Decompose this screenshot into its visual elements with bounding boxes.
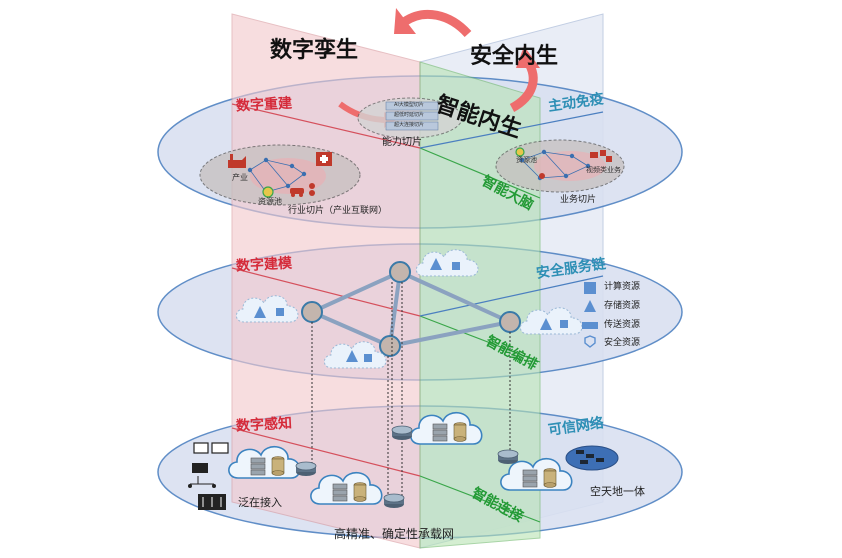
label-ubiquitous-access: 泛在接入 [238, 496, 282, 509]
resource-legend-icons [582, 282, 598, 348]
slice-row-2: 超低时延切片 [394, 112, 425, 118]
label-industry-slice: 行业切片（产业互联网） [288, 206, 388, 216]
resource-storage: 存储资源 [604, 301, 641, 311]
factory-icon [228, 154, 246, 168]
label-bearer-network: 高精准、确定性承载网 [334, 527, 455, 541]
label-digital-perception: 数字感知 [235, 415, 293, 435]
label-space-air-ground: 空天地一体 [590, 485, 645, 498]
label-digital-reconstruction: 数字重建 [235, 95, 293, 115]
access-devices [188, 442, 229, 510]
label-business-slice: 业务切片 [560, 195, 597, 205]
resource-pool-icon [262, 186, 274, 198]
label-resource-pool-left: 资源池 [258, 197, 282, 206]
car-icon [290, 183, 315, 197]
label-video-service: 视频类业务 [586, 166, 621, 174]
slice-row-1: AI大模型切片 [394, 102, 424, 108]
title-digital-twin: 数字孪生 [270, 38, 359, 63]
label-resource-pool-right: 资源池 [516, 156, 537, 164]
title-endogenous-security: 安全内生 [470, 44, 559, 69]
video-icon [590, 150, 612, 162]
resource-transport: 传送资源 [604, 320, 641, 330]
resource-pool-icon-right [515, 147, 525, 157]
hospital-icon [316, 152, 332, 166]
rotate-left-arrow [401, 9, 472, 38]
label-industry: 产业 [232, 173, 248, 182]
orchestration-nodes [301, 261, 521, 357]
label-digital-modeling: 数字建模 [235, 255, 293, 275]
slice-row-3: 超大连接切片 [394, 122, 425, 128]
satellite-icon [565, 445, 619, 471]
resource-compute: 计算资源 [604, 282, 641, 292]
label-capability-slice: 能力切片 [382, 137, 422, 148]
resource-security: 安全资源 [604, 338, 641, 348]
